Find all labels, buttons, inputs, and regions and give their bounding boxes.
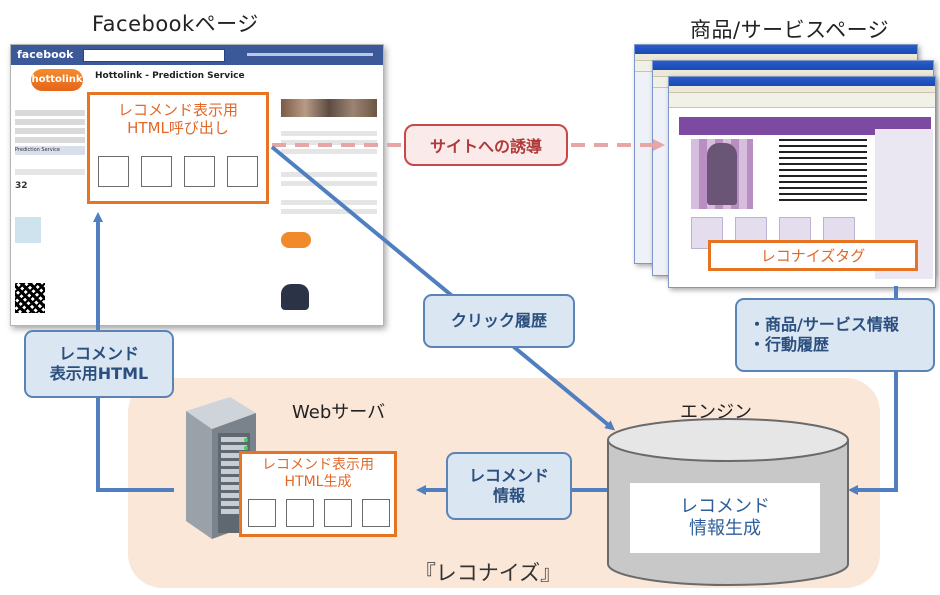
server-html-box: レコメンド表示用 HTML生成 <box>239 451 397 537</box>
recoinize-tag-label: レコナイズタグ <box>760 246 866 265</box>
facebook-nav-item: Prediction Service <box>15 146 85 155</box>
facebook-search-box <box>83 49 225 62</box>
guide-label: サイトへの誘導 <box>429 137 542 156</box>
facebook-logo: facebook <box>17 48 74 61</box>
facebook-header-bar: facebook <box>11 45 383 65</box>
facebook-brand-logo: hottolink <box>31 69 83 91</box>
product-header-band <box>679 117 931 135</box>
product-page-title: 商品/サービスページ <box>690 18 890 42</box>
facebook-user-photo <box>15 217 41 243</box>
recommend-slot <box>184 156 215 187</box>
product-dress-figure <box>707 143 737 205</box>
facebook-stat-count: 32 <box>15 181 28 191</box>
facebook-qr-code <box>15 283 45 313</box>
click-history-arrow <box>270 145 616 431</box>
product-info-label: ・商品/サービス情報 ・行動履歴 <box>749 315 899 354</box>
click-history-box: クリック履歴 <box>423 294 575 348</box>
facebook-sidebar: Prediction Service 32 <box>15 107 85 313</box>
recommend-slot <box>227 156 258 187</box>
server-html-label: レコメンド表示用 HTML生成 <box>262 457 374 490</box>
recommend-html-box: レコメンド 表示用HTML <box>24 330 174 398</box>
recommend-slot <box>98 156 129 187</box>
recommend-slot <box>141 156 172 187</box>
facebook-right-column <box>281 85 377 321</box>
recommend-html-label: レコメンド 表示用HTML <box>49 344 149 383</box>
recommend-slot <box>286 499 314 527</box>
recommend-info-label: レコメンド 情報 <box>468 466 549 505</box>
facebook-page-title: Facebookページ <box>92 12 259 36</box>
engine-box-label: レコメンド 情報生成 <box>680 495 770 540</box>
recommend-call-box: レコメンド表示用 HTML呼び出し <box>87 92 269 204</box>
recommend-slot <box>248 499 276 527</box>
product-info-box: ・商品/サービス情報 ・行動履歴 <box>735 298 935 372</box>
facebook-page-name: Hottolink - Prediction Service <box>95 71 245 81</box>
click-history-label: クリック履歴 <box>450 311 547 330</box>
engine-box: レコメンド 情報生成 <box>630 483 820 553</box>
recommend-slot <box>324 499 352 527</box>
facebook-friends-photos <box>281 99 377 117</box>
product-description <box>779 139 867 205</box>
facebook-ad-bag <box>281 284 309 310</box>
recommend-slot <box>362 499 390 527</box>
region-label: 『レコナイズ』 <box>414 561 562 585</box>
recommend-info-box: レコメンド 情報 <box>446 452 572 520</box>
guide-box: サイトへの誘導 <box>404 124 568 166</box>
facebook-nav-links <box>247 53 373 56</box>
facebook-brand-text: hottolink <box>31 74 83 85</box>
engine-label: エンジン <box>680 402 752 423</box>
web-server-label: Webサーバ <box>292 402 386 423</box>
recoinize-tag-box: レコナイズタグ <box>708 240 918 271</box>
recommend-call-label: レコメンド表示用 HTML呼び出し <box>117 101 238 137</box>
recommend-html-arrow <box>93 212 174 492</box>
facebook-ad-logo <box>281 232 311 248</box>
